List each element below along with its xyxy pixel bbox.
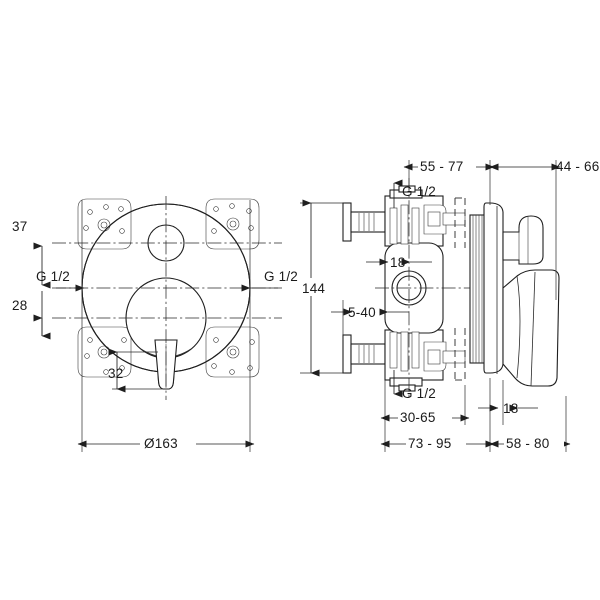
side-dim-73-95-label: 73 - 95	[408, 436, 451, 451]
front-port-right-label: G 1/2	[264, 269, 298, 284]
front-dim-32-label: 32	[108, 366, 123, 381]
side-inlet-lower	[342, 334, 386, 374]
side-view: 55 - 77 44 - 66 G 1/2 G 1/2 144	[300, 157, 599, 452]
side-port-bottom-callout: G 1/2	[393, 370, 436, 401]
side-dim-18-trim-label: 18	[503, 401, 518, 416]
side-dim-44-66-label: 44 - 66	[556, 159, 599, 174]
side-port-top-label: G 1/2	[402, 184, 436, 199]
front-dim-32: 32	[108, 348, 162, 393]
front-port-right-callout: G 1/2	[241, 269, 298, 292]
side-lever-handle	[502, 269, 560, 387]
bracket-top-left	[77, 198, 132, 250]
side-dim-55-77-label: 55 - 77	[420, 159, 463, 174]
front-dim-28-label: 28	[12, 298, 27, 313]
side-dim-18-trim: 18	[478, 380, 538, 425]
side-dim-144: 144	[300, 199, 345, 377]
front-dim-diameter: Ø163	[77, 200, 255, 452]
side-dim-44-66: 44 - 66	[489, 159, 599, 300]
side-diverter-knob	[502, 215, 544, 265]
side-inlet-upper	[342, 202, 386, 242]
side-port-top-callout: G 1/2	[393, 179, 436, 208]
side-dim-73-95: 73 - 95	[380, 378, 495, 452]
side-dim-58-80-label: 58 - 80	[506, 436, 549, 451]
side-dim-5-40: 5-40	[331, 300, 409, 340]
front-dim-diameter-label: Ø163	[144, 436, 178, 451]
front-view: 37 28 G 1/2 G 1/2 32	[12, 196, 298, 452]
side-dim-30-65: 30-65	[380, 380, 470, 425]
side-dim-5-40-label: 5-40	[348, 305, 376, 320]
front-mounting-brackets	[77, 198, 260, 378]
front-port-left-label: G 1/2	[36, 269, 70, 284]
side-plaster-guard-hidden	[454, 197, 466, 381]
side-dim-18-body: 18	[366, 255, 432, 270]
side-rough-in-body	[384, 185, 466, 392]
side-dim-58-80: 58 - 80	[489, 396, 571, 452]
side-dim-30-65-label: 30-65	[400, 410, 436, 425]
front-port-left-callout: G 1/2	[36, 269, 85, 292]
front-dim-28: 28	[12, 291, 51, 340]
side-port-bottom-label: G 1/2	[402, 386, 436, 401]
side-trim-plate	[483, 202, 504, 374]
front-dim-37-label: 37	[12, 219, 27, 234]
bracket-top-right	[205, 198, 260, 250]
bracket-bottom-right	[205, 326, 260, 378]
side-dim-144-label: 144	[302, 281, 325, 296]
front-dim-37: 37	[12, 219, 51, 289]
side-dim-18-body-label: 18	[390, 255, 405, 270]
